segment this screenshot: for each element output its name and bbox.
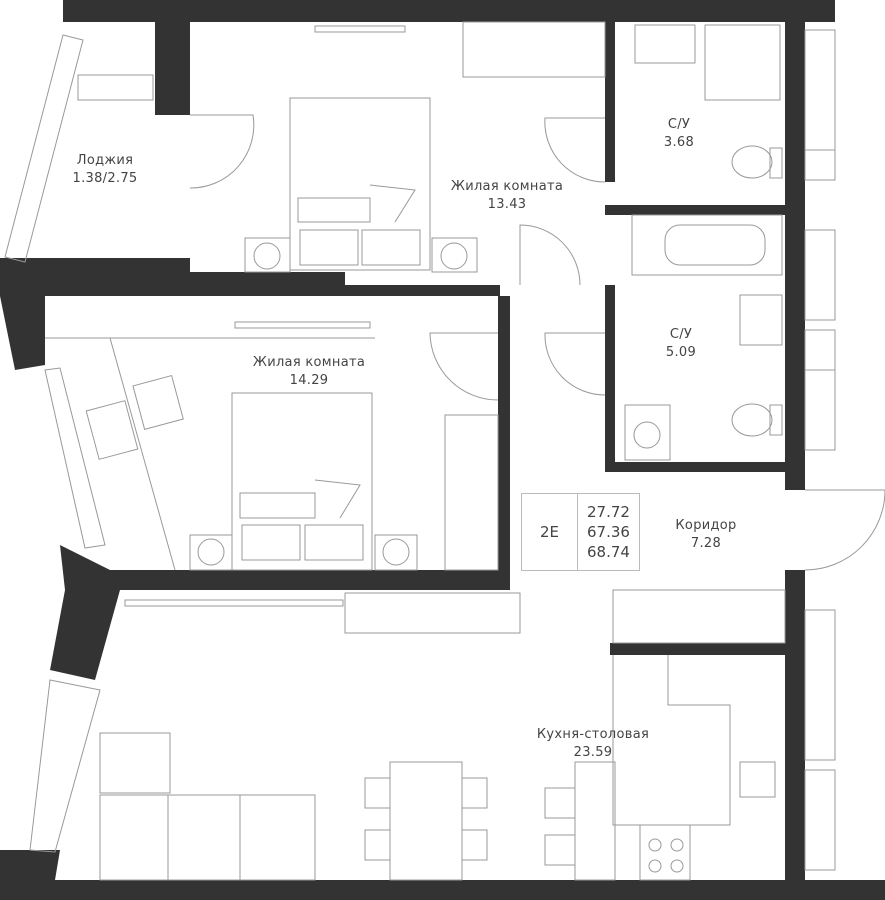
room-label-corridor: Коридор 7.28	[675, 517, 736, 553]
room-name: Жилая комната	[450, 179, 564, 194]
room-label-bedroom-2: Жилая комната 14.29	[253, 354, 365, 390]
room-area: 14.29	[289, 373, 329, 388]
living-area: 27.72	[587, 503, 630, 521]
total-area: 67.36	[587, 523, 630, 541]
room-area: 3.68	[663, 135, 695, 150]
room-name: Лоджия	[76, 153, 134, 168]
room-area: 1.38/2.75	[72, 171, 138, 186]
room-label-loggia: Лоджия 1.38/2.75	[73, 152, 138, 188]
total-area-with-loggia: 68.74	[587, 543, 630, 561]
room-area: 23.59	[573, 745, 613, 760]
room-name: Коридор	[675, 518, 737, 533]
room-label-kitchen: Кухня-столовая 23.59	[537, 726, 649, 762]
fixtures	[4, 21, 885, 881]
room-label-bedroom-1: Жилая комната 13.43	[451, 178, 563, 214]
room-name: Жилая комната	[252, 355, 366, 370]
room-label-bathroom-2: С/У 5.09	[666, 326, 696, 362]
room-name: С/У	[667, 117, 691, 132]
room-area: 7.28	[690, 536, 722, 551]
apartment-type: 2Е	[522, 494, 578, 570]
room-area: 13.43	[487, 197, 527, 212]
room-label-bathroom-1: С/У 3.68	[664, 116, 694, 152]
apartment-summary: 2Е 27.72 67.36 68.74	[521, 493, 640, 571]
room-area: 5.09	[665, 345, 697, 360]
room-name: Кухня-столовая	[536, 727, 650, 742]
room-name: С/У	[669, 327, 693, 342]
